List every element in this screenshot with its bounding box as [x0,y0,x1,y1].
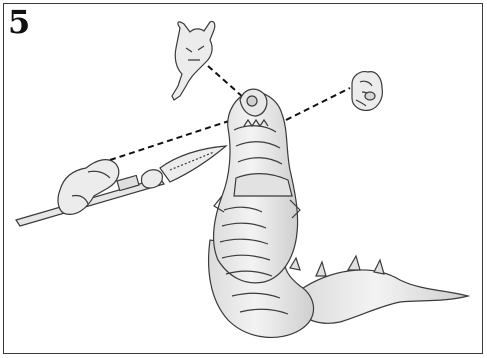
weapon-arm-part [16,146,226,226]
serpent-body [209,89,468,337]
head-part [172,21,215,100]
hand-part [352,72,382,111]
connector-head [208,66,244,98]
connector-hand [286,88,350,120]
